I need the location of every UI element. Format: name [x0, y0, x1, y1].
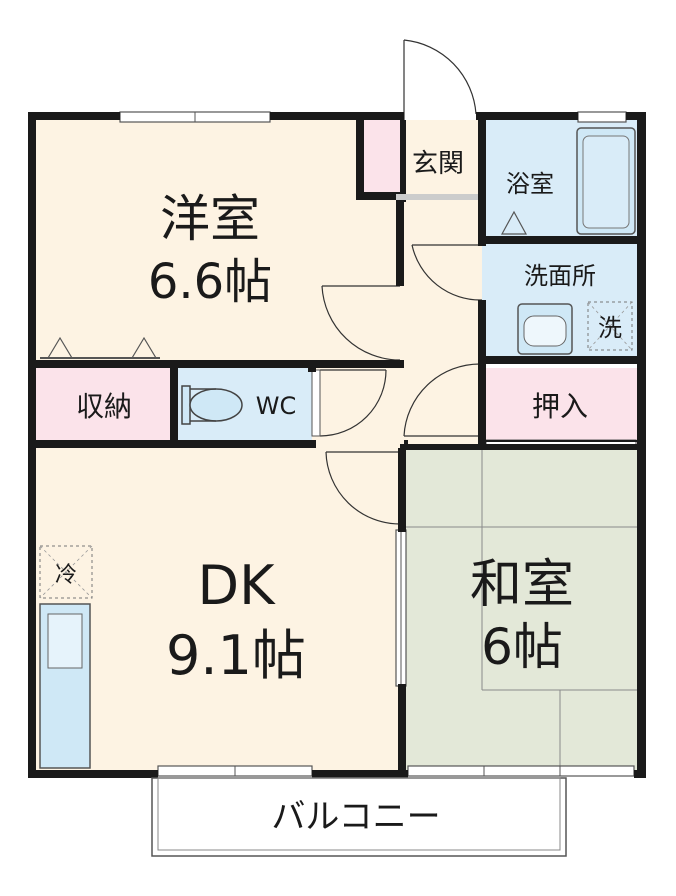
dk-label: DK: [198, 554, 277, 617]
western-room-floor: [36, 120, 356, 360]
japanese-room-floor: [402, 448, 637, 770]
western-room-label: 洋室: [160, 190, 260, 248]
kitchen-sink: [47, 613, 83, 669]
hall-floor: [356, 200, 482, 360]
wash-basin-bowl: [523, 315, 567, 347]
tatami-lines: [402, 448, 637, 770]
entrance-floor: [400, 120, 482, 200]
bath-door-marker: [500, 210, 528, 235]
door-swings: [319, 39, 483, 525]
toilet-label: WC: [256, 392, 297, 420]
storage-floor: [36, 368, 174, 444]
dk-floor: [36, 448, 400, 770]
japanese-room-size: 6帖: [481, 618, 563, 676]
bathtub-inner: [582, 135, 630, 229]
washroom-label: 洗面所: [524, 262, 596, 290]
western-room-size: 6.6帖: [148, 254, 272, 310]
walls: [28, 112, 646, 778]
toilet-tank: [181, 385, 191, 425]
washer-space: [587, 301, 633, 351]
fridge-space: [39, 545, 93, 599]
japanese-room-label: 和室: [470, 555, 574, 615]
closet-label: 押入: [532, 390, 588, 423]
bath-label: 浴室: [506, 170, 554, 198]
storage-label: 収納: [76, 390, 132, 423]
washer-label: 洗: [598, 314, 622, 342]
fridge-label: 冷: [55, 563, 77, 588]
closet-floor: [482, 368, 637, 444]
corridor-floor: [312, 360, 482, 448]
entrance-label: 玄関: [412, 149, 464, 179]
toilet-door-frame: [311, 369, 321, 437]
balcony-label: バルコニー: [271, 797, 440, 837]
entrance-shoebox: [364, 120, 400, 192]
toilet-bowl: [189, 388, 243, 422]
dk-size: 9.1帖: [166, 624, 306, 687]
balcony: [151, 777, 567, 857]
